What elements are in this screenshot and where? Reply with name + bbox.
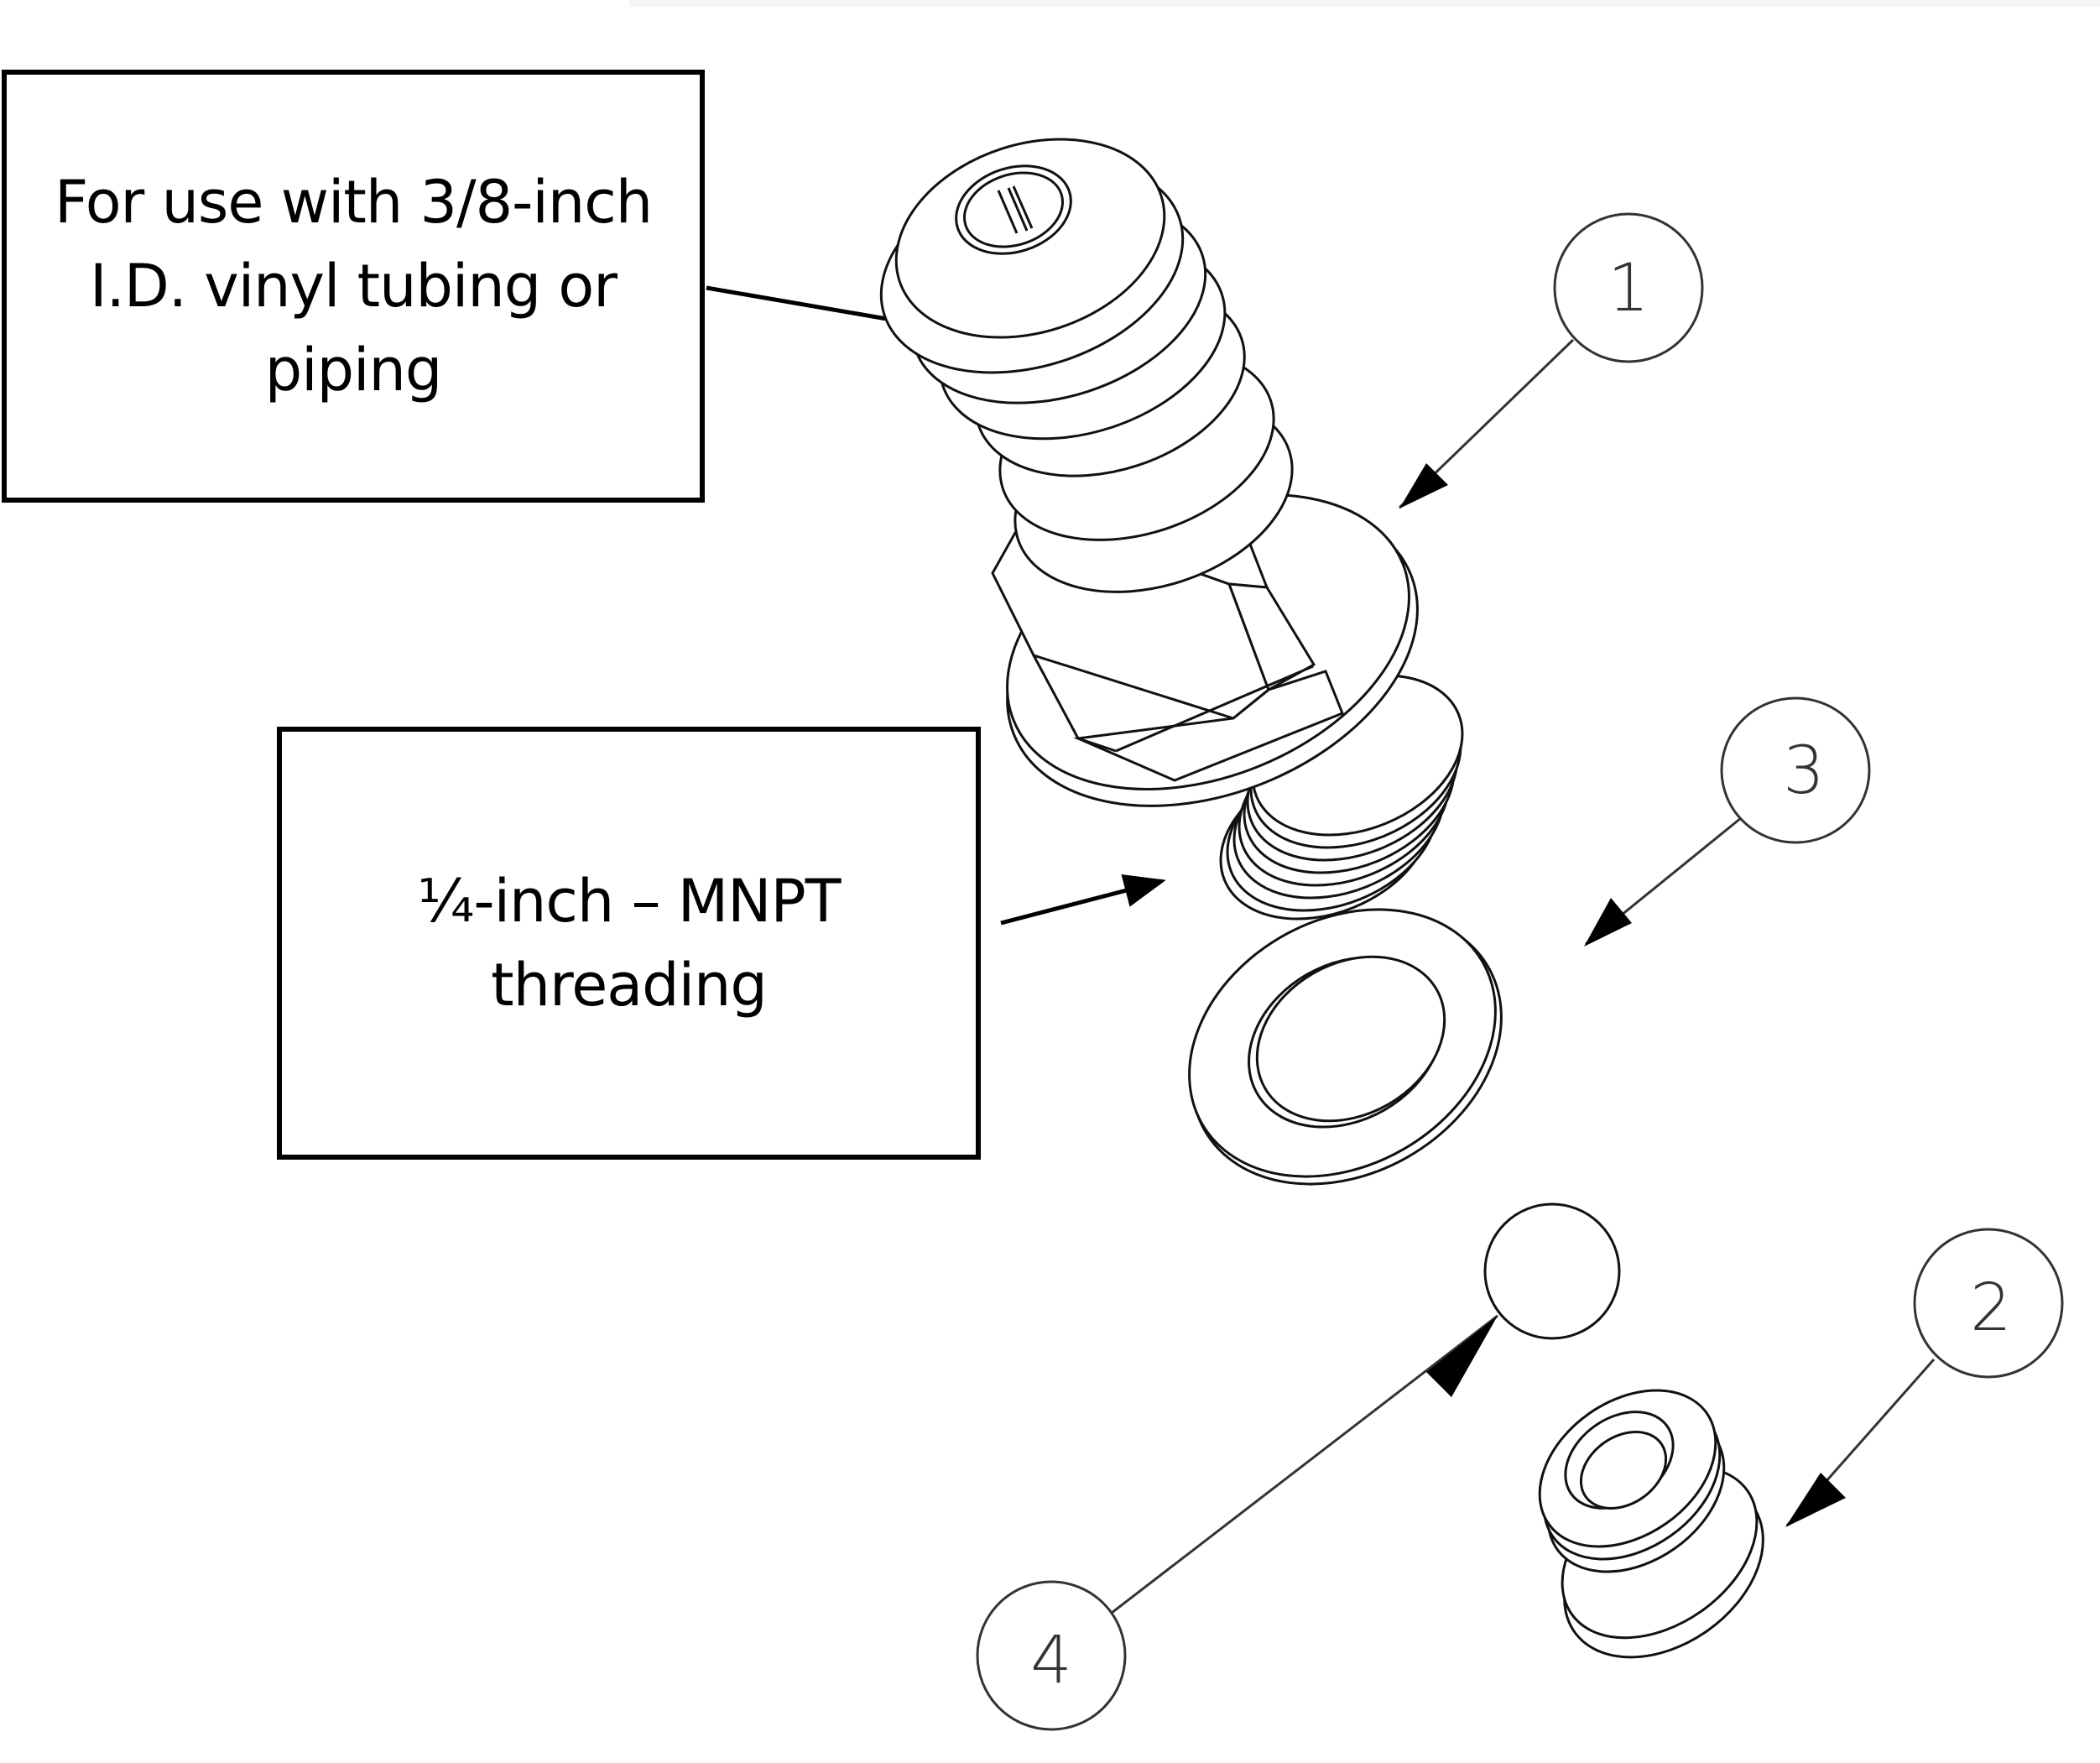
thread-note-arrow	[1000, 874, 1166, 926]
part-3-washer	[1188, 908, 1503, 1186]
balloon-3-number: 3	[1783, 733, 1825, 809]
callout-line: I.D. vinyl tubing or	[89, 252, 617, 321]
balloon-2-number: 2	[1970, 1270, 2012, 1346]
callout-line: piping	[264, 336, 443, 404]
callout-box-thread-note: ¼-inch – MNPT threading	[277, 727, 981, 1160]
callout-line: threading	[491, 951, 768, 1020]
callout-line: For use with 3/8-inch	[54, 168, 653, 237]
balloon-3: 3	[1584, 696, 1871, 947]
balloon-1: 1	[1398, 212, 1704, 509]
part-4-ball	[1483, 1202, 1621, 1340]
callout-box-tubing-note: For use with 3/8-inch I.D. vinyl tubing …	[2, 70, 705, 503]
threaded-section	[1219, 674, 1464, 921]
balloon-4-number: 4	[1030, 1623, 1072, 1698]
part-1-hose-barb-fitting	[879, 138, 1464, 921]
balloon-4: 4	[976, 1314, 1498, 1731]
page-top-edge	[629, 0, 2100, 7]
callout-line: ¼-inch – MNPT	[417, 867, 841, 936]
part-2-seat	[1538, 1389, 1764, 1659]
balloon-1-number: 1	[1608, 251, 1649, 326]
balloon-2: 2	[1785, 1228, 2064, 1527]
